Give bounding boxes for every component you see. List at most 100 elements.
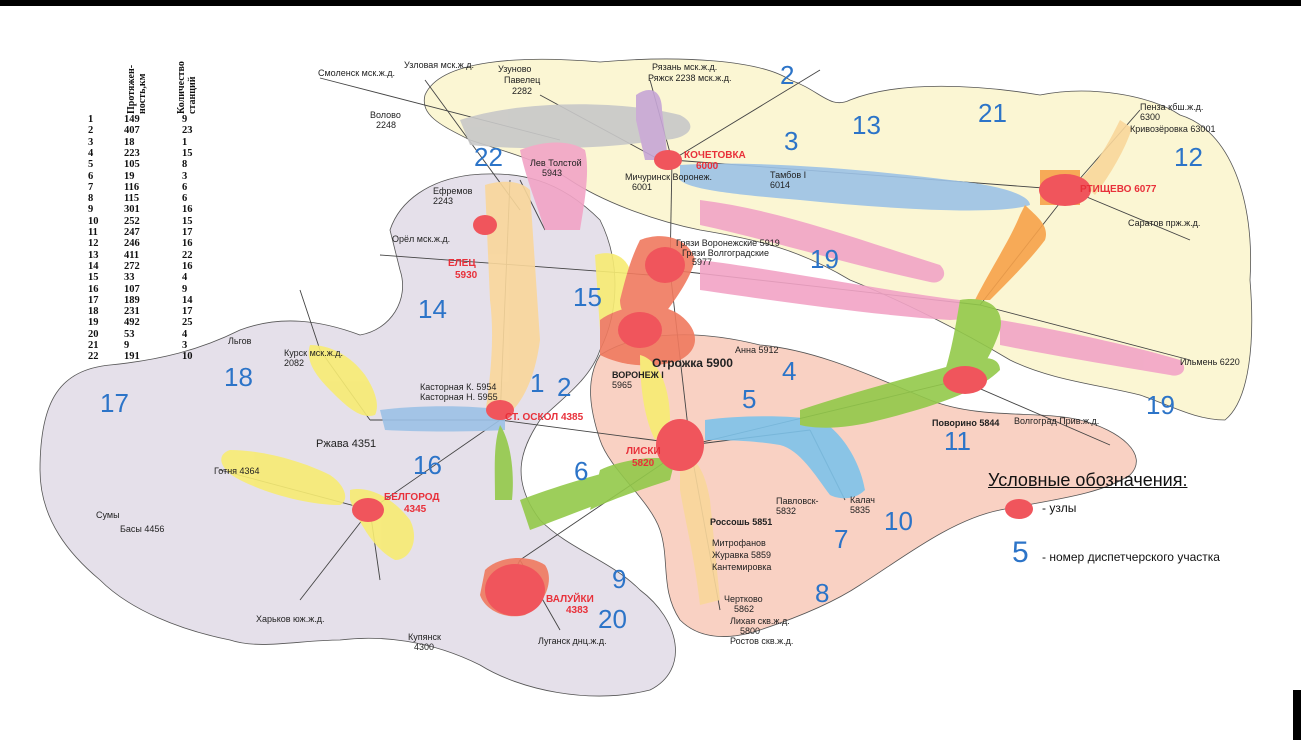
node-code-kochetovka: 6000 [696, 161, 719, 172]
table-cell-km: 272 [124, 260, 140, 272]
table-cell-n: 13 [88, 249, 99, 261]
table-cell-n: 15 [88, 272, 99, 284]
area-number-14: 14 [418, 294, 447, 324]
station-pavelets: Павелец [504, 75, 541, 85]
station-pavelets-code: 2282 [512, 86, 533, 96]
station-kastornaya: Касторная К. 5954 [420, 382, 497, 392]
station-lgov: Льгов [228, 336, 252, 346]
area-number-19a: 19 [810, 244, 839, 274]
station-voronezh1: ВОРОНЕЖ I [612, 370, 664, 380]
node-povorino [943, 366, 987, 394]
station-chertkovo: Чертково [724, 594, 763, 604]
node-label-kochetovka: КОЧЕТОВКА [684, 150, 746, 161]
area-number-10: 10 [884, 506, 913, 536]
table-cell-km: 115 [124, 193, 140, 205]
station-voronezh1-code: 5965 [612, 380, 633, 390]
table-cell-n: 22 [88, 351, 99, 363]
table-cell-st: 15 [182, 215, 193, 227]
table-cell-n: 1 [88, 114, 94, 125]
station-otrozhka: Отрожка 5900 [652, 356, 733, 370]
station-kalach-code: 5835 [850, 505, 871, 515]
band-2-north [460, 104, 691, 149]
station-tambov-code: 6014 [770, 180, 791, 190]
table-cell-st: 6 [182, 193, 188, 205]
table-cell-km: 53 [124, 328, 135, 340]
band-17 [221, 450, 346, 505]
node-code-valuyki: 4383 [566, 605, 589, 616]
table-cell-st: 4 [182, 272, 188, 284]
band-9-green [520, 460, 665, 530]
area-number-7: 7 [834, 524, 849, 554]
legend-node-symbol [1005, 499, 1033, 519]
station-kupyansk-code: 4300 [414, 642, 435, 652]
band-5 [705, 416, 865, 499]
table-cell-n: 6 [88, 170, 94, 182]
station-rossosh: Россошь 5851 [710, 517, 773, 527]
band-3 [636, 90, 668, 160]
station-likhaya-code: 5800 [740, 626, 761, 636]
node-label-rtishchevo: РТИЩЕВО 6077 [1080, 184, 1157, 195]
table-cell-n: 17 [88, 294, 99, 306]
table-cell-st: 10 [182, 351, 193, 363]
area-number-22: 22 [474, 142, 503, 172]
node-label-liski: ЛИСКИ [626, 446, 661, 457]
area-number-17: 17 [100, 388, 129, 418]
table-cell-km: 105 [124, 159, 140, 171]
table-cell-n: 7 [88, 181, 94, 193]
station-lugansk: Луганск днц.ж.д. [538, 636, 607, 646]
table-cell-st: 9 [182, 114, 188, 125]
node-elets [473, 215, 497, 235]
band-11-east [940, 299, 1001, 390]
band-19-north [700, 200, 945, 283]
station-michurinsk: Мичуринск Воронеж. [625, 172, 712, 182]
node-label-valuyki: ВАЛУЙКИ [546, 594, 594, 605]
station-ilmen: Ильмень 6220 [1180, 357, 1240, 367]
legend-area-label: - номер диспетчерского участка [1042, 550, 1220, 564]
area-number-16: 16 [413, 450, 442, 480]
table-cell-km: 33 [124, 272, 135, 284]
node-otrozhka [618, 312, 662, 348]
table-cell-st: 8 [182, 159, 188, 171]
station-likhaya: Лихая скв.ж.д. [730, 616, 790, 626]
table-cell-n: 16 [88, 283, 99, 295]
table-cell-n: 14 [88, 260, 99, 272]
area-number-11: 11 [944, 426, 971, 456]
station-rzhava: Ржава 4351 [316, 438, 377, 450]
table-cell-n: 12 [88, 238, 99, 250]
table-cell-km: 149 [124, 114, 140, 125]
band-12 [1080, 120, 1132, 195]
station-smolensk: Смоленск мск.ж.д. [318, 68, 396, 78]
table-cell-n: 10 [88, 215, 99, 227]
table-cell-st: 6 [182, 181, 188, 193]
dispatcher-bands [221, 90, 1185, 617]
band-19-pink-b [1000, 320, 1185, 376]
table-cell-n: 3 [88, 136, 94, 148]
node-liski [656, 419, 704, 471]
node-kochetovka [654, 150, 682, 170]
station-kursk: Курск мск.ж.д. [284, 348, 343, 358]
table-cell-n: 9 [88, 204, 94, 216]
area-number-18: 18 [224, 362, 253, 392]
area-number-19b: 19 [1146, 390, 1175, 420]
table-cell-st: 1 [182, 136, 188, 148]
table-cell-st: 17 [182, 306, 193, 318]
node-label-elets: ЕЛЕЦ [448, 258, 476, 269]
table-cell-km: 231 [124, 306, 140, 318]
area-number-20: 20 [598, 604, 627, 634]
station-pavlovsk: Павловск- [776, 496, 819, 506]
station-sumy: Сумы [96, 510, 120, 520]
node-gryazi [645, 247, 685, 283]
station-volovo-code: 2248 [376, 120, 397, 130]
station-mitrofanovka: Митрофанов [712, 538, 766, 548]
station-povorino: Поворино 5844 [932, 418, 1000, 428]
area-number-8: 8 [815, 578, 830, 608]
station-gryazi-vor: Грязи Воронежские 5919 [676, 238, 780, 248]
band-9-valuyki [494, 425, 513, 500]
station-kupyansk: Купянск [408, 632, 441, 642]
table-cell-km: 116 [124, 181, 140, 193]
